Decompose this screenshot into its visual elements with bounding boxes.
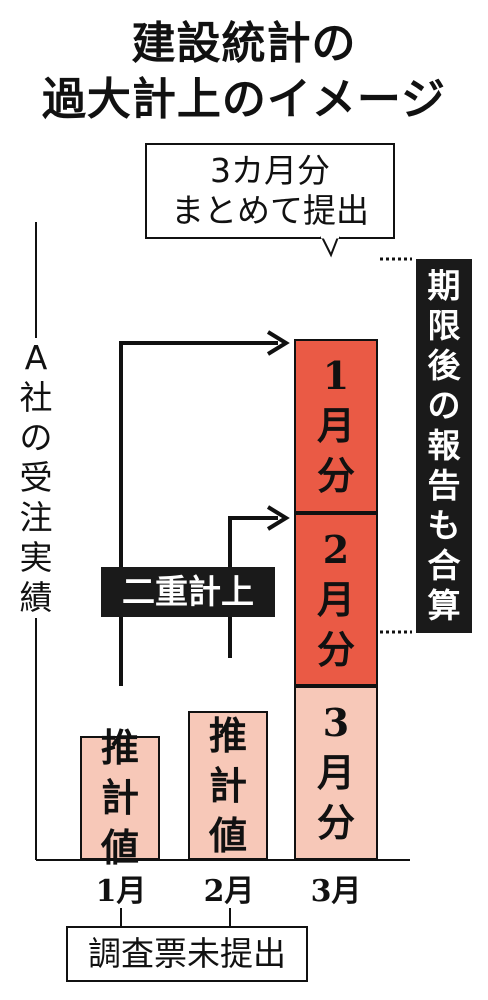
callout-survey-not-submitted: 調査票未提出 [66,926,308,982]
bar-march-segment-january: 1 月 分 [294,339,378,513]
callout-pointer [320,236,340,258]
callout-line-2: まとめて提出 [171,191,369,230]
bar-january-estimate: 推 計 値 [80,725,160,870]
title-line-2: 過大計上のイメージ [41,74,447,125]
x-tick-feb: 2月 [203,874,255,909]
x-tick-mar: 3月 [310,874,362,909]
arrow-head-feb [266,505,290,531]
double-count-label: 二重計上 [101,567,275,617]
y-axis-label: A 社 の 受 注 実 績 [19,338,53,617]
title-line-1: 建設統計の [131,18,357,69]
arrow-jan-to-march [119,341,278,686]
x-tick-jan: 1月 [95,874,147,909]
bar-march-segment-february: 2 月 分 [294,512,378,687]
callout-submitted-together: 3カ月分 まとめて提出 [145,143,395,239]
arrow-head-jan [266,330,290,356]
late-report-combined-label: 期 限 後 の 報 告 も 合 算 [416,259,472,633]
bar-march-segment-march: 3 月 分 [294,686,378,860]
callout-line-1: 3カ月分 [210,151,330,190]
bar-february-estimate: 推 計 値 [188,711,268,860]
